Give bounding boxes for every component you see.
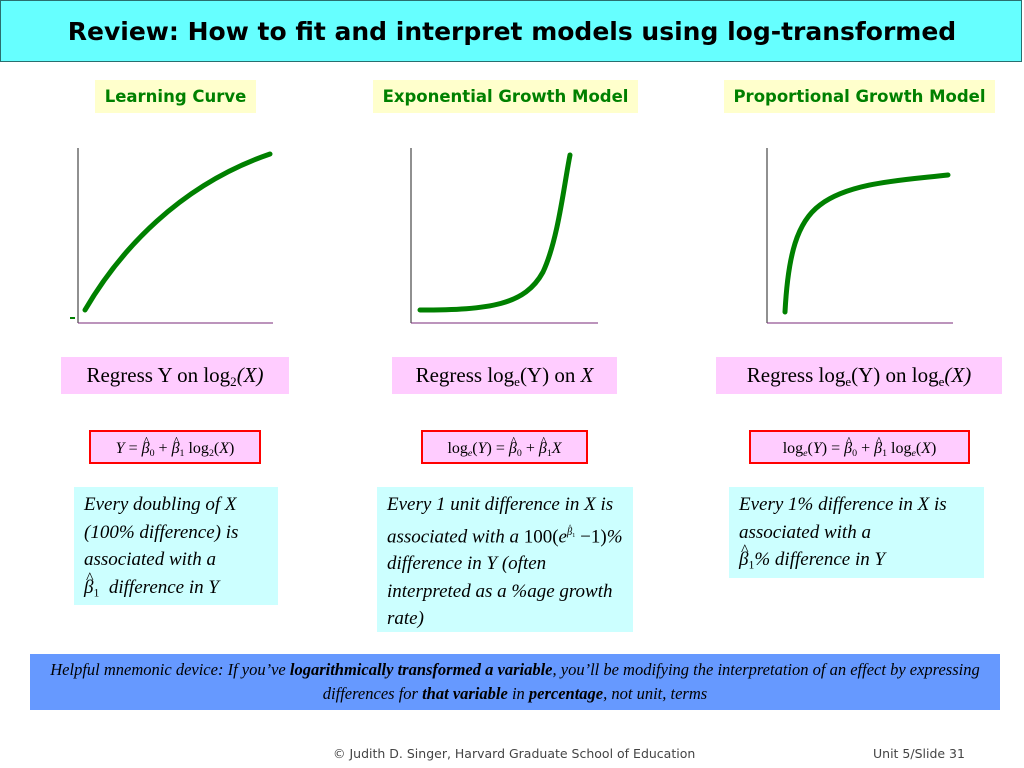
chart-exponential-growth xyxy=(400,140,605,330)
exponential-curve-line xyxy=(417,152,573,313)
interpretation-learning-curve: Every doubling of X (100% difference) is… xyxy=(74,487,278,605)
regress-learning-curve: Regress Y on log2(X) xyxy=(61,357,289,394)
slide-title: Review: How to fit and interpret models … xyxy=(67,17,957,108)
interpretation-exponential-growth: Every 1 unit difference in X is associat… xyxy=(377,487,633,632)
title-bar: Review: How to fit and interpret models … xyxy=(0,0,1022,108)
chart-proportional-growth xyxy=(755,140,960,330)
learning-curve-line xyxy=(82,151,273,313)
equation-learning-curve: Y = β0 + β1 log2(X) xyxy=(89,425,261,464)
label-exponential-growth: Exponential Growth Model xyxy=(373,80,638,113)
footer-page-number: Unit 5/Slide 31 xyxy=(873,746,965,761)
regress-proportional-growth: Regress loge(Y) on loge(X) xyxy=(716,357,1002,394)
interpretation-proportional-growth: Every 1% difference in X is associated w… xyxy=(729,487,984,578)
proportional-curve-line xyxy=(782,172,951,315)
footer-credit: © Judith D. Singer, Harvard Graduate Sch… xyxy=(333,746,696,761)
chart-learning-curve xyxy=(60,140,280,330)
equation-proportional-growth: loge(Y) = β0 + β1 loge(X) xyxy=(749,425,970,464)
label-learning-curve: Learning Curve xyxy=(95,80,256,113)
equation-exponential-growth: loge(Y) = β0 + β1X xyxy=(421,425,588,464)
mnemonic-box: Helpful mnemonic device: If you’ve logar… xyxy=(30,654,1000,710)
regress-exponential-growth: Regress loge(Y) on X xyxy=(392,357,617,394)
label-proportional-growth: Proportional Growth Model xyxy=(724,80,995,113)
